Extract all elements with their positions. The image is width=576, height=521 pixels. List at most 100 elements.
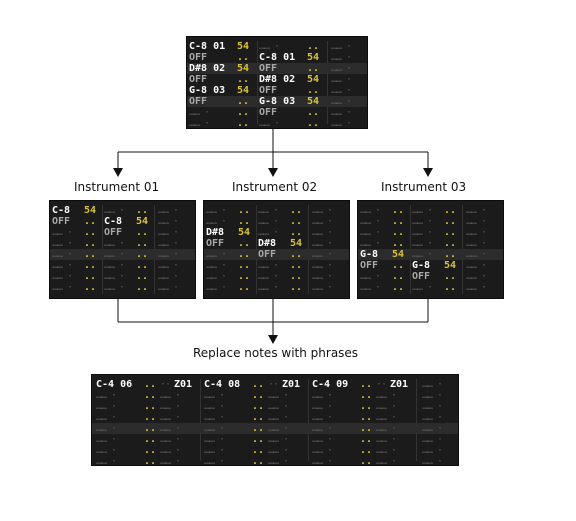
- empty-volume-dots: ..: [136, 227, 149, 238]
- empty-fx-dots: …… ·: [312, 205, 333, 216]
- empty-volume-dots: ..: [392, 282, 405, 293]
- empty-note-dots: …… ·: [412, 249, 433, 260]
- empty-volume-dots: ..: [252, 456, 265, 466]
- empty-volume-dots: ..: [144, 390, 157, 401]
- empty-volume-dots: ..: [252, 434, 265, 445]
- volume-cell: 54: [307, 74, 320, 85]
- empty-volume-dots: ..: [392, 271, 405, 282]
- pattern-row: …… ·..…… ·..…… ·: [204, 260, 349, 271]
- empty-volume-dots: ..: [444, 271, 457, 282]
- volume-cell: 54: [237, 85, 250, 96]
- empty-note-dots: …… ·: [206, 260, 227, 271]
- empty-volume-dots: ..: [360, 434, 373, 445]
- empty-note-dots: …… ·: [258, 205, 279, 216]
- empty-note-dots: …… ·: [189, 107, 210, 118]
- empty-fx-dots: …… ·: [158, 260, 179, 271]
- volume-cell: 54: [307, 96, 320, 107]
- pattern-row: …… ·..…… ·..…… ·: [358, 216, 503, 227]
- empty-fx-dots: …… ·: [160, 390, 181, 401]
- empty-fx-dots: …… ·: [331, 85, 352, 96]
- empty-note-dots: …… ·: [96, 412, 117, 423]
- phrase-note-cell: C-4 09: [312, 379, 349, 390]
- note-cell: G-8: [412, 260, 431, 271]
- note-cell: OFF: [412, 271, 431, 282]
- empty-note-dots: …… ·: [412, 238, 433, 249]
- note-cell: OFF: [206, 238, 225, 249]
- empty-volume-dots: ..: [144, 434, 157, 445]
- empty-volume-dots: ..: [290, 249, 303, 260]
- instrument-03-label: Instrument 03: [381, 180, 467, 194]
- empty-note-dots: …… ·: [204, 412, 225, 423]
- empty-note-dots: …… ·: [206, 216, 227, 227]
- empty-note-dots: …… ·: [360, 282, 381, 293]
- empty-fx-dots: …… ·: [466, 271, 487, 282]
- empty-note-dots: …… ·: [52, 227, 73, 238]
- empty-volume-dots: ..: [136, 238, 149, 249]
- note-cell: OFF: [360, 260, 379, 271]
- note-cell: D#8 02: [189, 63, 226, 74]
- volume-cell: 54: [392, 249, 405, 260]
- empty-fx-dots: …… ·: [331, 107, 352, 118]
- pattern-row: …… ·..…… ·..…… ·: [204, 205, 349, 216]
- empty-volume-dots: ..: [307, 63, 320, 74]
- pattern-row: …… ·..…… ·..…… ·: [204, 282, 349, 293]
- note-cell: OFF: [189, 74, 208, 85]
- empty-volume-dots: ..: [136, 249, 149, 260]
- empty-fx-dots: …… ·: [422, 379, 443, 390]
- fx-command-cell: Z01: [174, 379, 193, 390]
- empty-fx-dots: …… ·: [158, 249, 179, 260]
- empty-note-dots: …… ·: [206, 249, 227, 260]
- empty-note-dots: …… ·: [312, 390, 333, 401]
- empty-volume-dots: ..: [136, 282, 149, 293]
- empty-volume-dots: ..: [144, 423, 157, 434]
- empty-fx-dots: …… ·: [158, 271, 179, 282]
- empty-fx-dots: …… ·: [466, 238, 487, 249]
- empty-volume-dots: ..: [307, 107, 320, 118]
- volume-cell: 54: [238, 227, 251, 238]
- empty-volume-dots: ..: [307, 85, 320, 96]
- empty-fx-dots: …… ·: [422, 401, 443, 412]
- empty-volume-dots: ..: [144, 456, 157, 466]
- empty-fx-dots: …… ·: [422, 390, 443, 401]
- phrase-note-cell: C-4 06: [96, 379, 133, 390]
- note-cell: D#8: [206, 227, 225, 238]
- empty-volume-dots: ..: [290, 282, 303, 293]
- empty-volume-dots: ..: [360, 445, 373, 456]
- empty-note-dots: …… ·: [96, 401, 117, 412]
- empty-volume-dots: ..: [84, 249, 97, 260]
- empty-note-dots: …… ·: [189, 118, 210, 129]
- volume-cell: 54: [444, 260, 457, 271]
- pattern-row: …… ·..…… ·…… ·..…… ·…… ·..…… ·…… ·: [92, 390, 458, 401]
- empty-volume-dots: ..: [360, 456, 373, 466]
- volume-cell: 54: [84, 205, 97, 216]
- empty-volume-dots: ..: [252, 423, 265, 434]
- empty-fx-dots: …… ·: [422, 434, 443, 445]
- empty-volume-dots: ..: [84, 282, 97, 293]
- empty-volume-dots: ..: [290, 216, 303, 227]
- empty-volume-dots: ..: [360, 423, 373, 434]
- empty-note-dots: …… ·: [104, 260, 125, 271]
- note-cell: OFF: [189, 96, 208, 107]
- empty-volume-dots: ..: [252, 390, 265, 401]
- empty-note-dots: …… ·: [204, 423, 225, 434]
- column-divider: [257, 41, 258, 124]
- empty-fx-dots: …… ·: [331, 118, 352, 129]
- empty-volume-dots: ..: [252, 401, 265, 412]
- empty-fx-dots: …… ·: [312, 238, 333, 249]
- empty-volume-dots: ..: [360, 412, 373, 423]
- empty-fx-dots: …… ·: [268, 456, 289, 466]
- empty-note-dots: …… ·: [312, 445, 333, 456]
- empty-volume-dots: ..: [252, 379, 265, 390]
- empty-note-dots: …… ·: [52, 271, 73, 282]
- empty-fx-dots: …… ·: [466, 205, 487, 216]
- note-cell: OFF: [52, 216, 71, 227]
- empty-volume-dots: ..: [144, 379, 157, 390]
- empty-fx-dots: ··: [376, 379, 387, 390]
- empty-note-dots: …… ·: [360, 227, 381, 238]
- empty-volume-dots: ..: [238, 238, 251, 249]
